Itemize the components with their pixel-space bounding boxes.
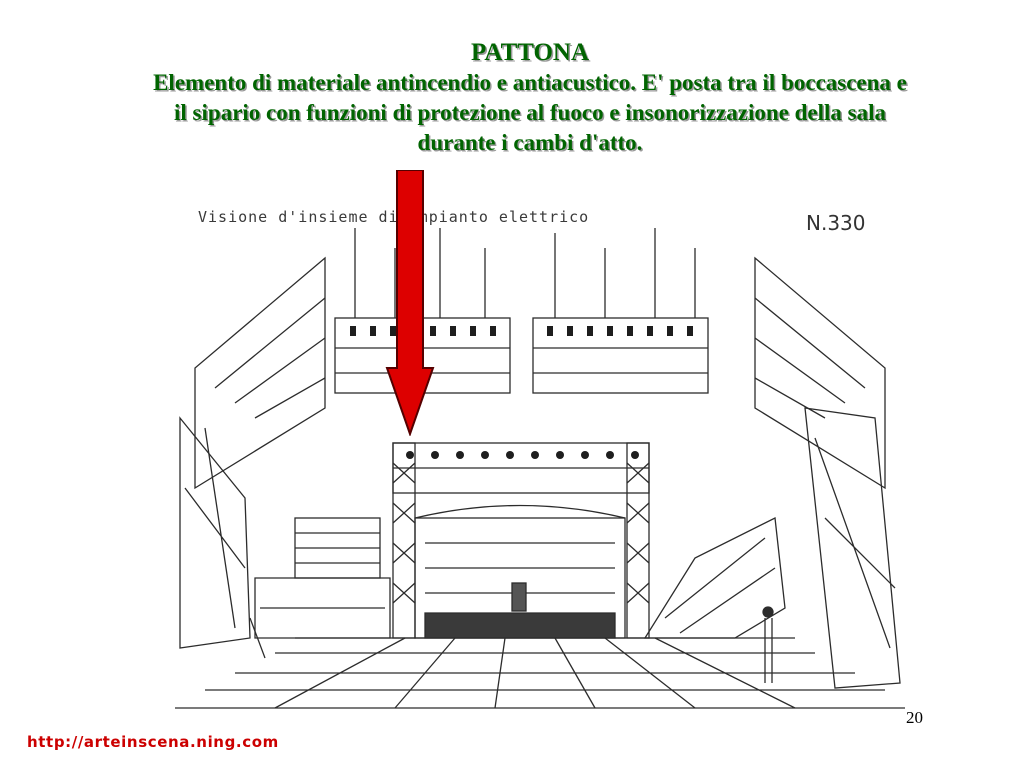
red-arrow-icon: [385, 170, 435, 436]
slide-description: Elemento di materiale antincendio e anti…: [153, 70, 907, 155]
slide-header: PATTONA Elemento di materiale antincendi…: [150, 38, 910, 158]
footer-url-link[interactable]: http://arteinscena.ning.com: [27, 733, 279, 751]
stage-drawing: [175, 228, 905, 709]
drawing-code: N.330: [806, 211, 866, 235]
page-number: 20: [906, 708, 923, 727]
drawing-caption: Visione d'insieme di impianto elettrico: [198, 208, 590, 226]
slide-title: PATTONA: [470, 39, 590, 66]
